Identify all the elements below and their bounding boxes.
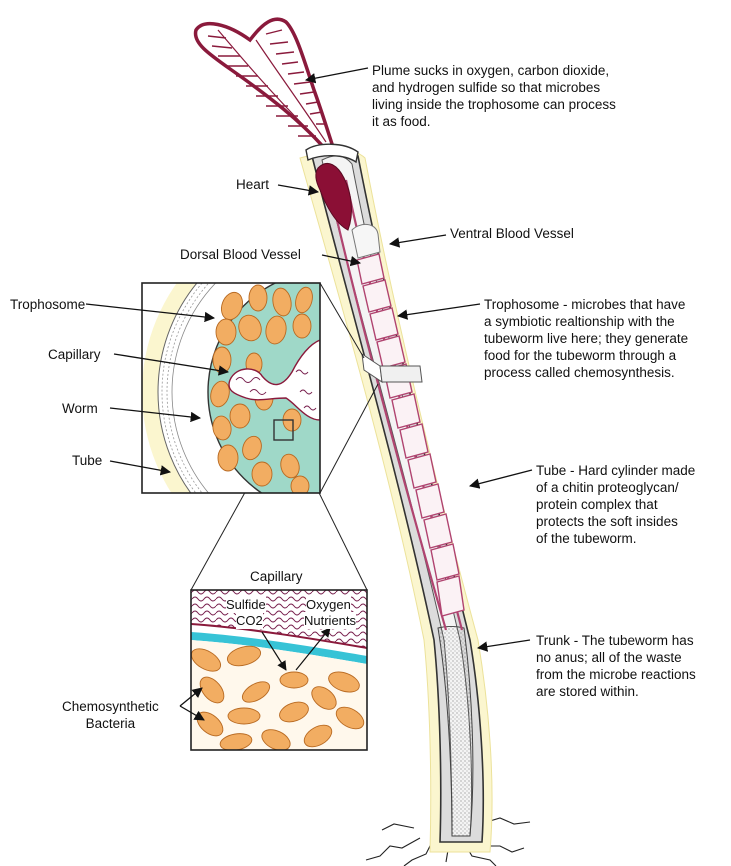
- trophosome-inset-label: Trophosome: [10, 296, 85, 313]
- plume: [195, 19, 334, 150]
- worm-label: Worm: [62, 400, 98, 417]
- heart-label: Heart: [236, 176, 269, 193]
- capillary-inset-label: Capillary: [48, 346, 101, 363]
- oxygen-label: Oxygen: [306, 596, 351, 613]
- ventral-vessel-label: Ventral Blood Vessel: [450, 225, 574, 242]
- tube-inset-label: Tube: [72, 452, 102, 469]
- capillary-detail-title: Capillary: [250, 568, 303, 585]
- plume-label: Plume sucks in oxygen, carbon dioxide,an…: [372, 62, 616, 130]
- sulfide-label: Sulfide: [226, 596, 266, 613]
- nutrients-label: Nutrients: [304, 612, 356, 629]
- co2-label: CO2: [236, 612, 263, 629]
- dorsal-vessel-label: Dorsal Blood Vessel: [180, 246, 301, 263]
